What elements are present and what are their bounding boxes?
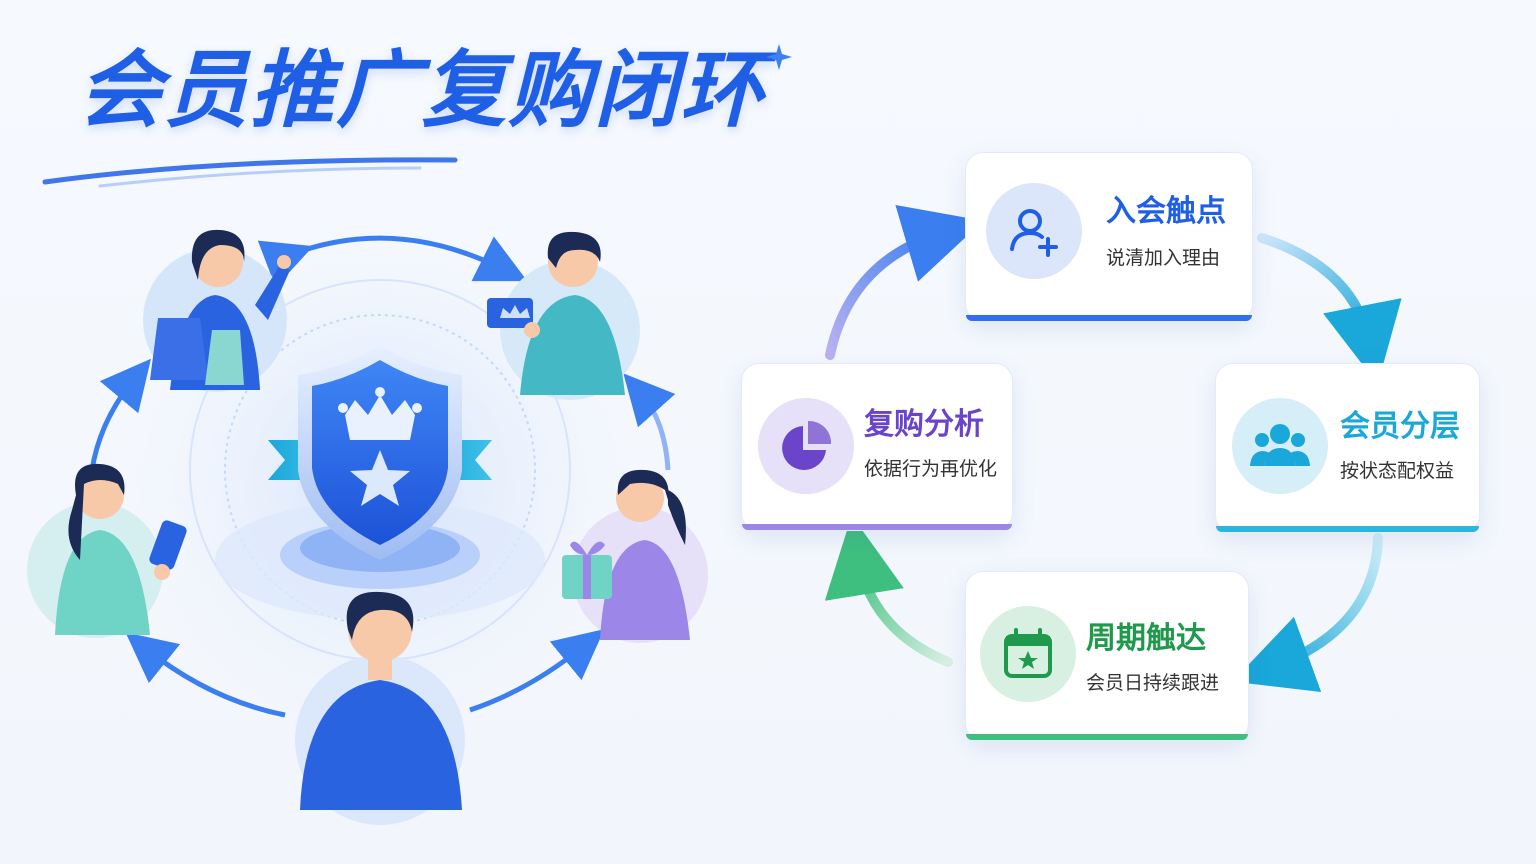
step-card-join: 入会触点 说清加入理由: [965, 152, 1253, 322]
card-accent-bar: [1216, 526, 1479, 532]
pie-chart-icon: [758, 398, 854, 494]
step-label: 会员分层: [1340, 409, 1460, 444]
shopper-with-bags-icon: [143, 229, 291, 392]
card-accent-bar: [966, 315, 1252, 321]
step-card-reach: 周期触达 会员日持续跟进: [965, 571, 1249, 741]
step-label: 复购分析: [864, 407, 984, 442]
step-label: 入会触点: [1106, 194, 1226, 229]
user-plus-icon: [986, 183, 1082, 279]
step-desc: 会员日持续跟进: [1086, 672, 1220, 694]
shield-crown-star-icon: [298, 345, 462, 560]
woman-with-gift-icon: [562, 469, 708, 643]
man-with-member-card-icon: [487, 231, 640, 400]
users-icon: [1232, 398, 1328, 494]
calendar-star-icon: [980, 606, 1076, 702]
title-underline: [42, 157, 458, 188]
step-card-segment: 会员分层 按状态配权益: [1215, 363, 1480, 533]
member-circle-illustration: [27, 229, 708, 825]
step-desc: 依据行为再优化: [864, 458, 998, 480]
woman-with-phone-icon: [27, 463, 187, 638]
card-accent-bar: [742, 524, 1012, 530]
card-accent-bar: [966, 734, 1248, 740]
sparkle-icon: [766, 44, 792, 70]
page-title: 会员推广复购闭环: [78, 41, 767, 139]
step-desc: 按状态配权益: [1340, 460, 1455, 482]
step-card-analysis: 复购分析 依据行为再优化: [741, 363, 1013, 531]
step-desc: 说清加入理由: [1106, 247, 1221, 269]
step-label: 周期触达: [1086, 621, 1206, 656]
man-center-icon: [295, 591, 465, 825]
